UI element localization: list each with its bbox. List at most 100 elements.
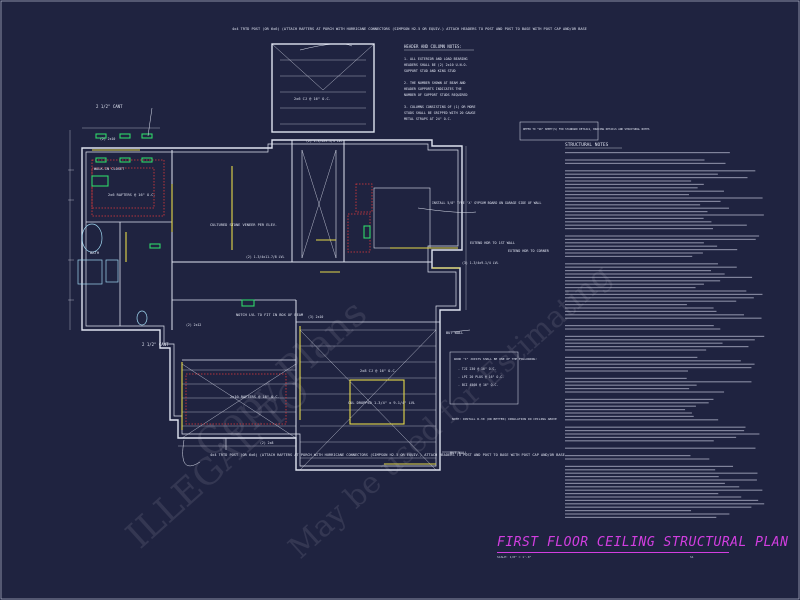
- note-line: [565, 177, 748, 179]
- note-line: [565, 187, 698, 189]
- beam-label-6: (3) 2x10: [308, 315, 323, 319]
- note-line: [565, 377, 687, 379]
- note-line: [565, 370, 688, 372]
- note-line: [565, 458, 710, 460]
- note-line: [565, 249, 738, 251]
- callout-bottom-post: 4x4 TRTD POST (OR 6x6) (ATTACH RAFTERS A…: [210, 453, 565, 457]
- note-line: [565, 486, 740, 488]
- note-line: [565, 194, 690, 196]
- note-line: [565, 228, 714, 230]
- note-line: [565, 419, 719, 421]
- note-line: [565, 245, 718, 247]
- yellow-beams: [92, 149, 460, 465]
- note-line: [565, 440, 714, 442]
- note-line: [565, 339, 755, 341]
- note-line: [565, 290, 747, 292]
- beam-label-7: (2) 2x8: [260, 441, 274, 445]
- note-line: [565, 325, 714, 327]
- svg-text:METAL STRAPS AT 24" O.C.: METAL STRAPS AT 24" O.C.: [404, 117, 452, 121]
- svg-text:3. COLUMNS CONSISTING OF (1) O: 3. COLUMNS CONSISTING OF (1) OR MORE: [404, 105, 475, 109]
- floor-plan: [81, 43, 463, 471]
- note-line: [565, 293, 763, 295]
- note-line: [565, 273, 725, 275]
- note-line: [565, 482, 725, 484]
- note-line: [565, 280, 721, 282]
- note-line: [565, 391, 725, 393]
- note-line: [565, 224, 747, 226]
- note-line: [565, 255, 693, 257]
- note-line: [565, 190, 724, 192]
- callout-cultured-stone: CULTURED STONE VENEER PER ELEV.: [210, 223, 277, 227]
- note-line: [565, 276, 753, 278]
- joist-lines: [182, 59, 436, 459]
- note-line: [565, 499, 759, 501]
- note-line: [565, 398, 714, 400]
- sheet-number: S1: [690, 555, 694, 559]
- note-line: [565, 235, 760, 237]
- structural-notes-body: [565, 152, 765, 518]
- callout-extend-header: EXTEND HDR TO 1ST WALL: [470, 241, 515, 245]
- note-line: [565, 465, 734, 467]
- note-line: [565, 479, 757, 481]
- note-line: [565, 415, 694, 417]
- note-line: [565, 384, 697, 386]
- svg-text:1. ALL EXTERIOR AND LOAD BEARI: 1. ALL EXTERIOR AND LOAD BEARING: [404, 57, 468, 61]
- refer-text: REFER TO "SD" SHEET(S) FOR STANDARD DETA…: [523, 127, 650, 131]
- note-line: [565, 242, 704, 244]
- note-line: [565, 197, 763, 199]
- note-line: [565, 493, 719, 495]
- note-line: [565, 207, 730, 209]
- note-line: [565, 367, 752, 369]
- header-column-title: HEADER AND COLUMN NOTES:: [404, 44, 462, 49]
- note-line: [565, 159, 705, 161]
- note-line: [565, 430, 745, 432]
- note-line: [565, 363, 755, 365]
- note-line: [565, 469, 716, 471]
- note-line: [565, 152, 730, 154]
- green-markers: [91, 133, 371, 307]
- beam-label-2: (2) 1-3/4x11-7/8 LVL: [246, 255, 284, 259]
- note-line: [565, 402, 709, 404]
- header-column-notes: 1. ALL EXTERIOR AND LOAD BEARING HEADERS…: [404, 57, 475, 121]
- note-line: [565, 283, 704, 285]
- note-line: [565, 436, 737, 438]
- room-dim-3: 2x8 CJ @ 16" O.C.: [360, 369, 397, 373]
- note-line: [565, 360, 741, 362]
- svg-text:SUPPORT STUD AND KING STUD: SUPPORT STUD AND KING STUD: [404, 69, 456, 73]
- beam-label-1: (2) 1-3/4x9-1/4 LVL: [306, 139, 343, 143]
- callout-extend-header-2: EXTEND HDR TO CORNER: [508, 249, 550, 253]
- callout-wall: BUT WALL: [446, 331, 463, 335]
- watermark-2: Copy Plans: [187, 291, 376, 467]
- note-line: [565, 342, 723, 344]
- note-line: [565, 476, 719, 478]
- wood-joist-item-1: - TJI 230 @ 16" O.C.: [458, 367, 496, 371]
- note-line: [565, 506, 752, 508]
- note-line: [565, 252, 703, 254]
- svg-text:STUDS SHALL BE GRIPPED WITH 20: STUDS SHALL BE GRIPPED WITH 20 GAUGE: [404, 111, 475, 115]
- note-line: [565, 516, 717, 518]
- note-line: [565, 304, 687, 306]
- note-line: [565, 214, 764, 216]
- note-line: [565, 180, 692, 182]
- beam-label-3: (3) 1-3/4x9-1/4 LVL: [462, 261, 499, 265]
- room-dim-4: 2x10 RAFTERS @ 16" O.C.: [230, 395, 280, 399]
- sheet-scale: SCALE: 1/8" = 1'-0": [497, 555, 532, 559]
- note-line: [565, 496, 742, 498]
- note-line: [565, 287, 696, 289]
- note-line: [565, 270, 711, 272]
- note-line: [565, 200, 721, 202]
- beam-label-4: (2) 2x10: [100, 137, 115, 141]
- beam-label-5: (2) 2x12: [186, 323, 201, 327]
- svg-text:NUMBER OF SUPPORT STUDS REQUIR: NUMBER OF SUPPORT STUDS REQUIRED: [404, 93, 468, 97]
- note-line: [565, 297, 754, 299]
- callout-hip-left: 2 1/2" CANT: [142, 342, 169, 347]
- note-line: [565, 381, 752, 383]
- note-line: [565, 314, 744, 316]
- note-line: [565, 317, 762, 319]
- callout-bath: BATH: [90, 250, 100, 255]
- note-line: [565, 356, 698, 358]
- callout-walkin: WALK-IN CLOSET: [94, 167, 125, 171]
- svg-text:HEADER SUPPORTS INDICATES THE: HEADER SUPPORTS INDICATES THE: [404, 87, 462, 91]
